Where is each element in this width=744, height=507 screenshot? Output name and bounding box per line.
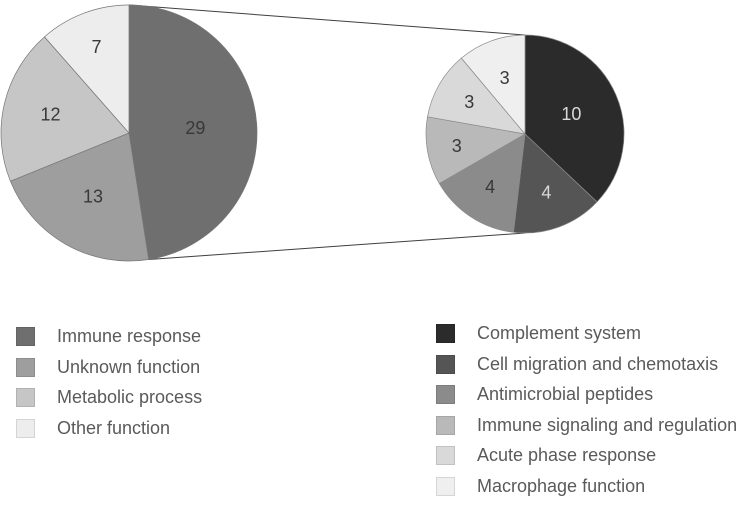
legend-item: Metabolic process (16, 388, 202, 407)
pie-slice-value-label: 4 (541, 183, 551, 203)
pie-slice-value-label: 3 (452, 136, 462, 156)
legend-item: Antimicrobial peptides (436, 385, 737, 404)
pie-slice-value-label: 7 (91, 37, 101, 57)
pie-slice-value-label: 10 (561, 104, 581, 124)
pie-slice-value-label: 13 (83, 186, 103, 206)
pie-slice (10, 132, 150, 262)
legend-swatch (436, 385, 455, 404)
explode-connector-line (128, 4, 526, 36)
pie-slice-value-label: 29 (185, 118, 205, 138)
pie-slice (438, 133, 526, 233)
legend-item: Cell migration and chemotaxis (436, 353, 737, 374)
legend-label: Metabolic process (57, 387, 203, 407)
legend-swatch (436, 354, 455, 374)
legend-item: Other function (16, 417, 202, 438)
legend-item: Macrophage function (436, 475, 737, 496)
legend-label: Immune signaling and regulation (477, 414, 738, 435)
pie-slice-value-label: 4 (485, 177, 495, 197)
legend-label: Unknown function (57, 356, 201, 377)
legend-swatch (16, 418, 35, 438)
pie-slice (44, 4, 130, 134)
pie-slice (425, 116, 526, 184)
legend-label: Macrophage function (477, 475, 646, 496)
pie-slice (513, 133, 598, 234)
legend-swatch (16, 327, 35, 346)
legend-item: Immune response (16, 327, 202, 346)
explode-connector-line (148, 232, 526, 260)
legend-item: Complement system (436, 324, 737, 343)
legend-swatch (436, 415, 455, 435)
legend-swatch (436, 446, 455, 465)
pie-slice (524, 34, 625, 203)
pie-slice-value-label: 3 (464, 92, 474, 112)
pie-slice-value-label: 3 (500, 68, 510, 88)
legend-item: Unknown function (16, 356, 202, 377)
pie-slice (128, 4, 258, 260)
legend-swatch (436, 324, 455, 343)
legend-label: Other function (57, 417, 171, 438)
pie-slice-value-label: 12 (41, 104, 61, 124)
legend-label: Acute phase response (477, 445, 657, 465)
pie-slice (0, 36, 130, 182)
legend-swatch (16, 388, 35, 407)
pie-slice (427, 57, 526, 135)
legend-swatch (16, 357, 35, 377)
legend-label: Antimicrobial peptides (477, 384, 654, 404)
pie-slice (461, 34, 526, 135)
legend-label: Complement system (477, 323, 642, 343)
legend-label: Cell migration and chemotaxis (477, 353, 719, 374)
legend-item: Acute phase response (436, 446, 737, 465)
legend-swatch (436, 476, 455, 496)
legend-item: Immune signaling and regulation (436, 414, 738, 435)
legend-label: Immune response (57, 326, 202, 346)
